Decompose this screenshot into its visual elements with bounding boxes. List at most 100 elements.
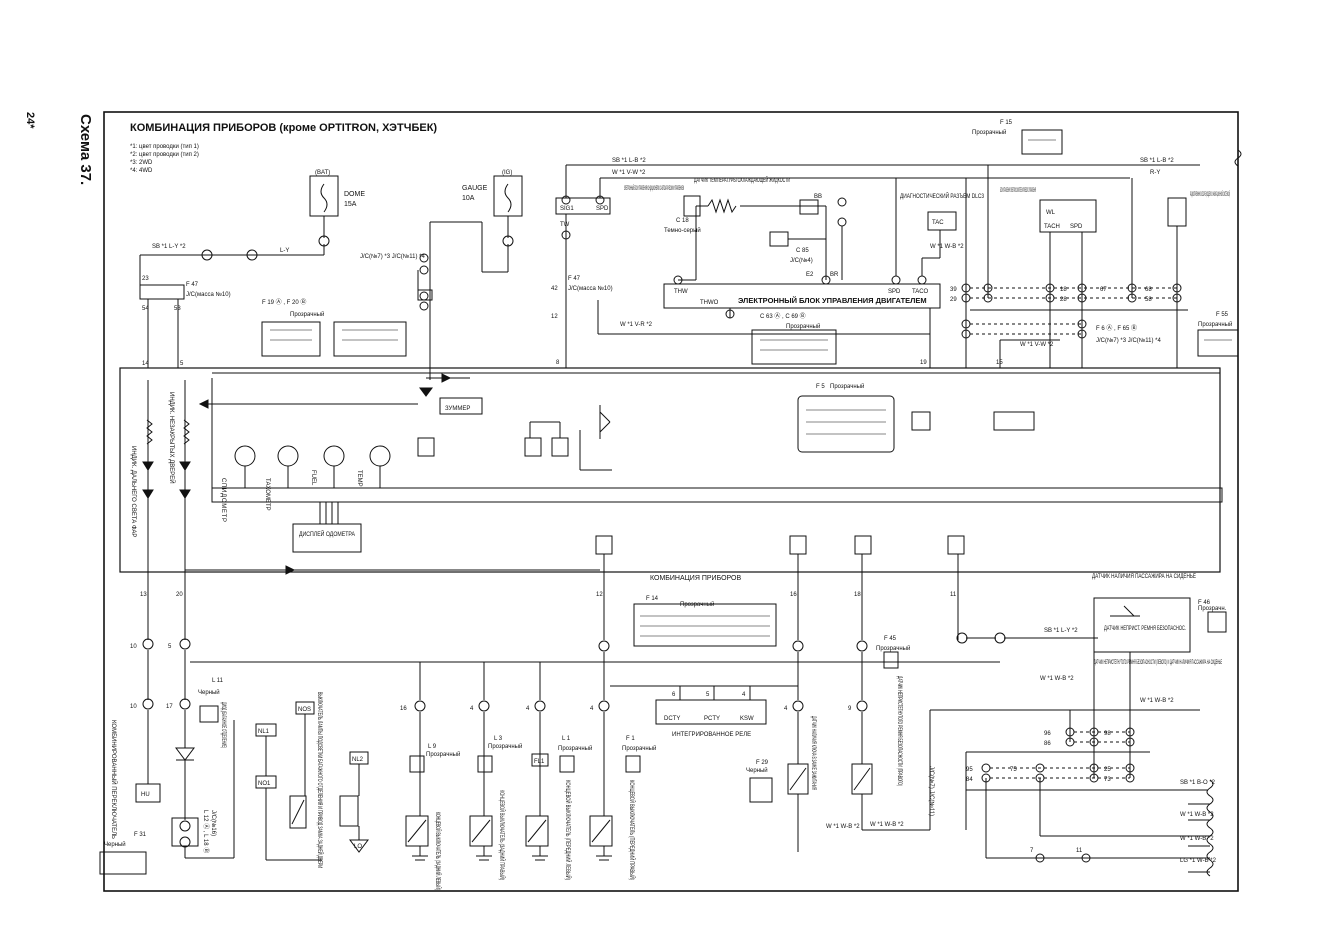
pin-95: 95 (966, 767, 973, 773)
pin-tac: TAC (932, 220, 944, 226)
occupant-label: ДАТЧИК НАЛИЧИЯ ПАССАЖИРА НА СИДЕНЬЕ (1092, 574, 1196, 580)
belt-sensor-label: ДАТЧИК НЕПРИСТ. РЕМНЯ БЕЗОПАСНОС. (1104, 626, 1186, 632)
pin-spd-wheel: SPD (1070, 224, 1083, 230)
dlc3-box (927, 211, 957, 231)
cluster-module-8 (911, 411, 931, 431)
cluster-module-6 (854, 535, 872, 555)
cluster-label: КОМБИНАЦИЯ ПРИБОРОВ (650, 575, 741, 582)
pin-no1: NO1 (258, 781, 271, 787)
pin-86: 86 (1044, 741, 1051, 747)
pin-lo: LO (354, 844, 362, 850)
f46-desc: Прозрачн. (1198, 606, 1227, 612)
pin-11: 11 (950, 592, 957, 598)
pin-28: 28 (1060, 297, 1067, 303)
pin-13: 13 (140, 592, 147, 598)
pin-19: 19 (920, 360, 927, 366)
pin-4: 4 (742, 692, 746, 698)
note-4: *4: 4WD (130, 168, 153, 174)
note-1: *1: цвет проводки (тип 1) (130, 144, 199, 150)
trunk-lamp-switch (289, 795, 307, 829)
pin-42: 42 (551, 286, 558, 292)
door-fr-label: КОНЦЕВОЙ ВЫКЛЮЧАТЕЛЬ (ПЕРЕДНИЙ ПРАВЫЙ) (628, 780, 636, 880)
f45-label: F 45 (884, 636, 897, 642)
cluster-module-4 (595, 535, 613, 555)
pin-29: 29 (950, 297, 957, 303)
cluster-module-7 (947, 535, 965, 555)
connector-f20-img (333, 321, 407, 357)
l3-desc: Прозрачный (488, 743, 522, 750)
door-fl-label: КОНЦЕВОЙ ВЫКЛЮЧАТЕЛЬ (ПЕРЕДНИЙ ЛЕВЫЙ) (564, 780, 572, 880)
connector-f45-img (883, 651, 899, 669)
door-ind-resistor (183, 419, 190, 445)
pin-17: 17 (166, 704, 173, 710)
pin-taco: TACO (912, 289, 929, 295)
f55-label: F 55 (1216, 312, 1229, 318)
l1-label: L 1 (562, 736, 571, 742)
frame-break-mark (1234, 149, 1242, 167)
note-2: *2: цвет проводки (тип 2) (130, 152, 199, 158)
l11-label: L 11 (212, 678, 224, 684)
pin-spd: SPD (888, 289, 901, 295)
wire-lo-wb: LG *1 W-B *2 (1180, 858, 1217, 864)
jc4-box (799, 199, 819, 215)
buzzer-label: ЗУММЕР (445, 406, 470, 412)
wire-wb-b2: W *1 W-B *2 (1140, 698, 1174, 704)
pin-6: 6 (672, 692, 676, 698)
l11-desc: Черный (198, 689, 220, 696)
temp-label: TEMP (356, 470, 362, 487)
wire-wb-key: W *1 W-B *2 (826, 824, 860, 830)
steering-ecu-box (1039, 199, 1097, 233)
wire-wb-dlc: W *1 W-B *2 (930, 244, 964, 250)
pin-62: 12 (551, 314, 558, 320)
pin-pcty: PCTY (704, 716, 720, 722)
pin-96: 96 (1044, 731, 1051, 737)
integrated-relay-box (655, 699, 767, 725)
gauge-amp: 10A (462, 195, 475, 202)
dome-fuse (309, 175, 339, 217)
connector-l11-img (199, 705, 219, 723)
pin-nl2: NL2 (352, 757, 364, 763)
pin-4b: 4 (470, 706, 474, 712)
bat-label: (BAT) (315, 170, 330, 176)
jc7-right: J/C(№7) *3 J/C(№11) *4 (1096, 337, 1161, 344)
jc7-left: J/C(№7) *3 J/C(№11) *4 (360, 253, 425, 260)
f14-desc: Прозрачный (680, 601, 714, 608)
connector-f55-img (1197, 329, 1239, 357)
f45-desc: Прозрачный (876, 645, 910, 652)
lamp-switch-label: ВЫКЛЮЧАТЕЛЬ ЛАМПЫ ПОДСВЕТКИ БАГАЖНОГО ОТ… (316, 692, 324, 868)
note-3: *3: 2WD (130, 160, 153, 166)
wire-ly: L-Y (280, 248, 289, 254)
jc7-low: J/C(№7) J/C(№11) (928, 766, 935, 816)
f19-label: F 19 Ⓐ , F 20 Ⓑ (262, 298, 306, 306)
wire-wv-right: W *1 V-W *2 (1020, 342, 1054, 348)
odometer-label: ДИСПЛЕЙ ОДОМЕТРА (299, 530, 355, 538)
pin-4d: 4 (590, 706, 594, 712)
odometer-display (292, 523, 362, 553)
trunk-diode (175, 747, 195, 761)
pin-8: 8 (556, 360, 560, 366)
fuel-label: FUEL (310, 470, 316, 486)
door-ind-label: ИНДИК. НЕЗАКРЫТЫХ ДВЕРЕЙ (168, 392, 176, 484)
ig-label: (IG) (502, 170, 512, 176)
pin-18: 18 (854, 592, 861, 598)
combo-switch-label: КОМБИНИРОВАННЫЙ ПЕРЕКЛЮЧАТЕЛЬ (110, 720, 118, 839)
c18-label: C 18 (676, 218, 689, 224)
pin-98: 98 (1104, 731, 1111, 737)
pin-39: 39 (950, 287, 957, 293)
cluster-module-1 (417, 437, 435, 457)
pin-54: 54 (142, 306, 149, 312)
f47-label: F 47 (186, 282, 199, 288)
dlc3-label: ДИАГНОСТИЧЕСКИЙ РАЗЪЕМ DLC3 (900, 192, 985, 200)
connector-f31-img (99, 851, 147, 875)
high-beam-resistor (146, 419, 153, 445)
junction-grid-bottom (981, 727, 1135, 783)
pin-58: 58 (1145, 297, 1152, 303)
f1-desc: Прозрачный (622, 745, 656, 752)
pin-85: 84 (966, 777, 973, 783)
pin-ksw: KSW (740, 716, 754, 722)
f31-label: F 31 (134, 832, 147, 838)
high-beam-label: ИНДИК. ДАЛЬНЕГО СВЕТА ФАР (130, 446, 136, 537)
f15-label: F 15 (1000, 120, 1013, 126)
connector-f14-img (633, 603, 777, 647)
pin-53: 53 (174, 306, 181, 312)
